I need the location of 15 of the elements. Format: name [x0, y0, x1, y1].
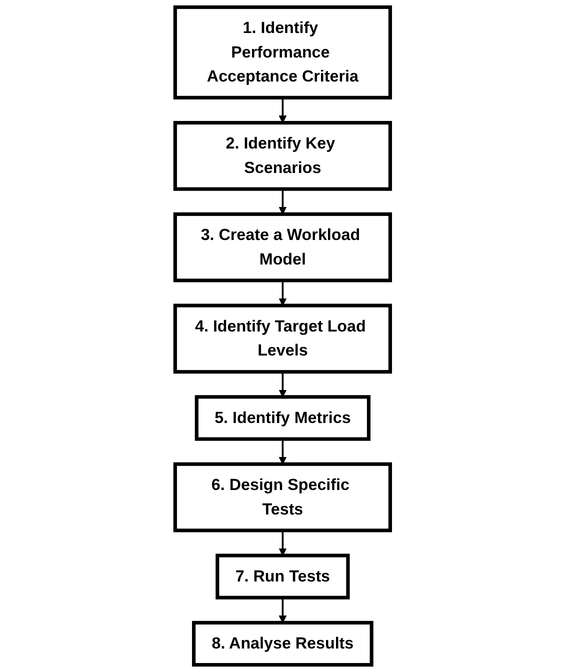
node-box: 3. Create a Workload Model	[173, 212, 392, 282]
arrow	[278, 280, 286, 306]
arrow	[278, 439, 286, 464]
node-box: 5. Identify Metrics	[194, 395, 370, 441]
arrow	[278, 598, 286, 624]
arrow	[278, 372, 286, 398]
node-box: 8. Analyse Results	[192, 620, 374, 667]
node-box: 7. Run Tests	[215, 554, 350, 600]
arrow	[278, 98, 286, 124]
arrow	[278, 189, 286, 214]
arrow	[278, 530, 286, 556]
node-box: 4. Identify Target Load Levels	[173, 304, 392, 374]
node-box: 2. Identify Key Scenarios	[173, 120, 392, 191]
node-box: 1. Identify Performance Acceptance Criteria	[173, 5, 392, 100]
node-box: 6. Design Specific Tests	[173, 462, 392, 532]
